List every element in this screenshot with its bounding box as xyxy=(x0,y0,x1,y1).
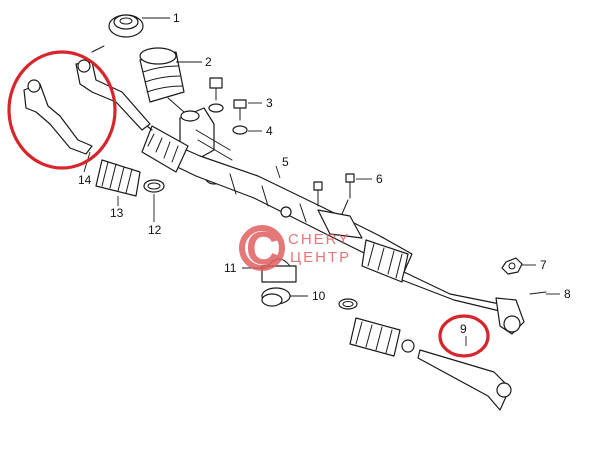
callout-8: 8 xyxy=(564,287,571,301)
part-pinion-boot xyxy=(139,47,185,113)
part-right-inner-tie-rod xyxy=(401,271,505,313)
part-rack-housing xyxy=(145,133,413,273)
part-bolt xyxy=(209,77,247,121)
callout-5: 5 xyxy=(282,155,289,169)
callout-4: 4 xyxy=(266,124,273,138)
callout-1: 1 xyxy=(173,11,180,25)
part-right-boot-clamp xyxy=(338,298,358,310)
callout-6: 6 xyxy=(376,172,383,186)
part-dust-cap xyxy=(108,14,144,38)
part-right-tie-rod-end xyxy=(495,291,547,335)
watermark-line-2: ЦЕНТР xyxy=(290,249,351,266)
callout-11: 11 xyxy=(224,261,237,275)
callout-7: 7 xyxy=(540,258,547,272)
part-nut xyxy=(501,257,523,275)
callout-9: 9 xyxy=(460,322,467,336)
callout-12: 12 xyxy=(148,223,162,237)
callout-10: 10 xyxy=(312,289,326,303)
callout-13: 13 xyxy=(110,206,124,220)
callout-2: 2 xyxy=(205,55,212,69)
highlight-callout-9 xyxy=(438,314,490,358)
part-right-rack-boot xyxy=(361,239,409,283)
part-washer xyxy=(208,103,248,135)
part-right-loose-boot xyxy=(349,317,415,357)
watermark: C CHERY ЦЕНТР xyxy=(239,222,351,274)
part-right-tie-rod xyxy=(417,349,512,411)
watermark-line-1: CHERY xyxy=(288,231,350,248)
part-bushing xyxy=(261,287,291,307)
watermark-logo-letter: C xyxy=(246,222,279,274)
part-left-loose-boot xyxy=(95,159,141,197)
part-mount-bolt xyxy=(313,173,355,207)
watermark-logo-icon xyxy=(239,225,285,271)
part-bracket xyxy=(261,258,297,283)
callout-14: 14 xyxy=(78,173,92,187)
highlight-left-tie-rod xyxy=(7,50,117,170)
callout-labels: 1 2 3 4 5 6 7 8 9 10 11 12 13 14 xyxy=(78,11,571,336)
part-left-tie-rod-end xyxy=(23,79,93,155)
part-left-boot-clamp xyxy=(143,179,165,193)
callout-3: 3 xyxy=(266,96,273,110)
